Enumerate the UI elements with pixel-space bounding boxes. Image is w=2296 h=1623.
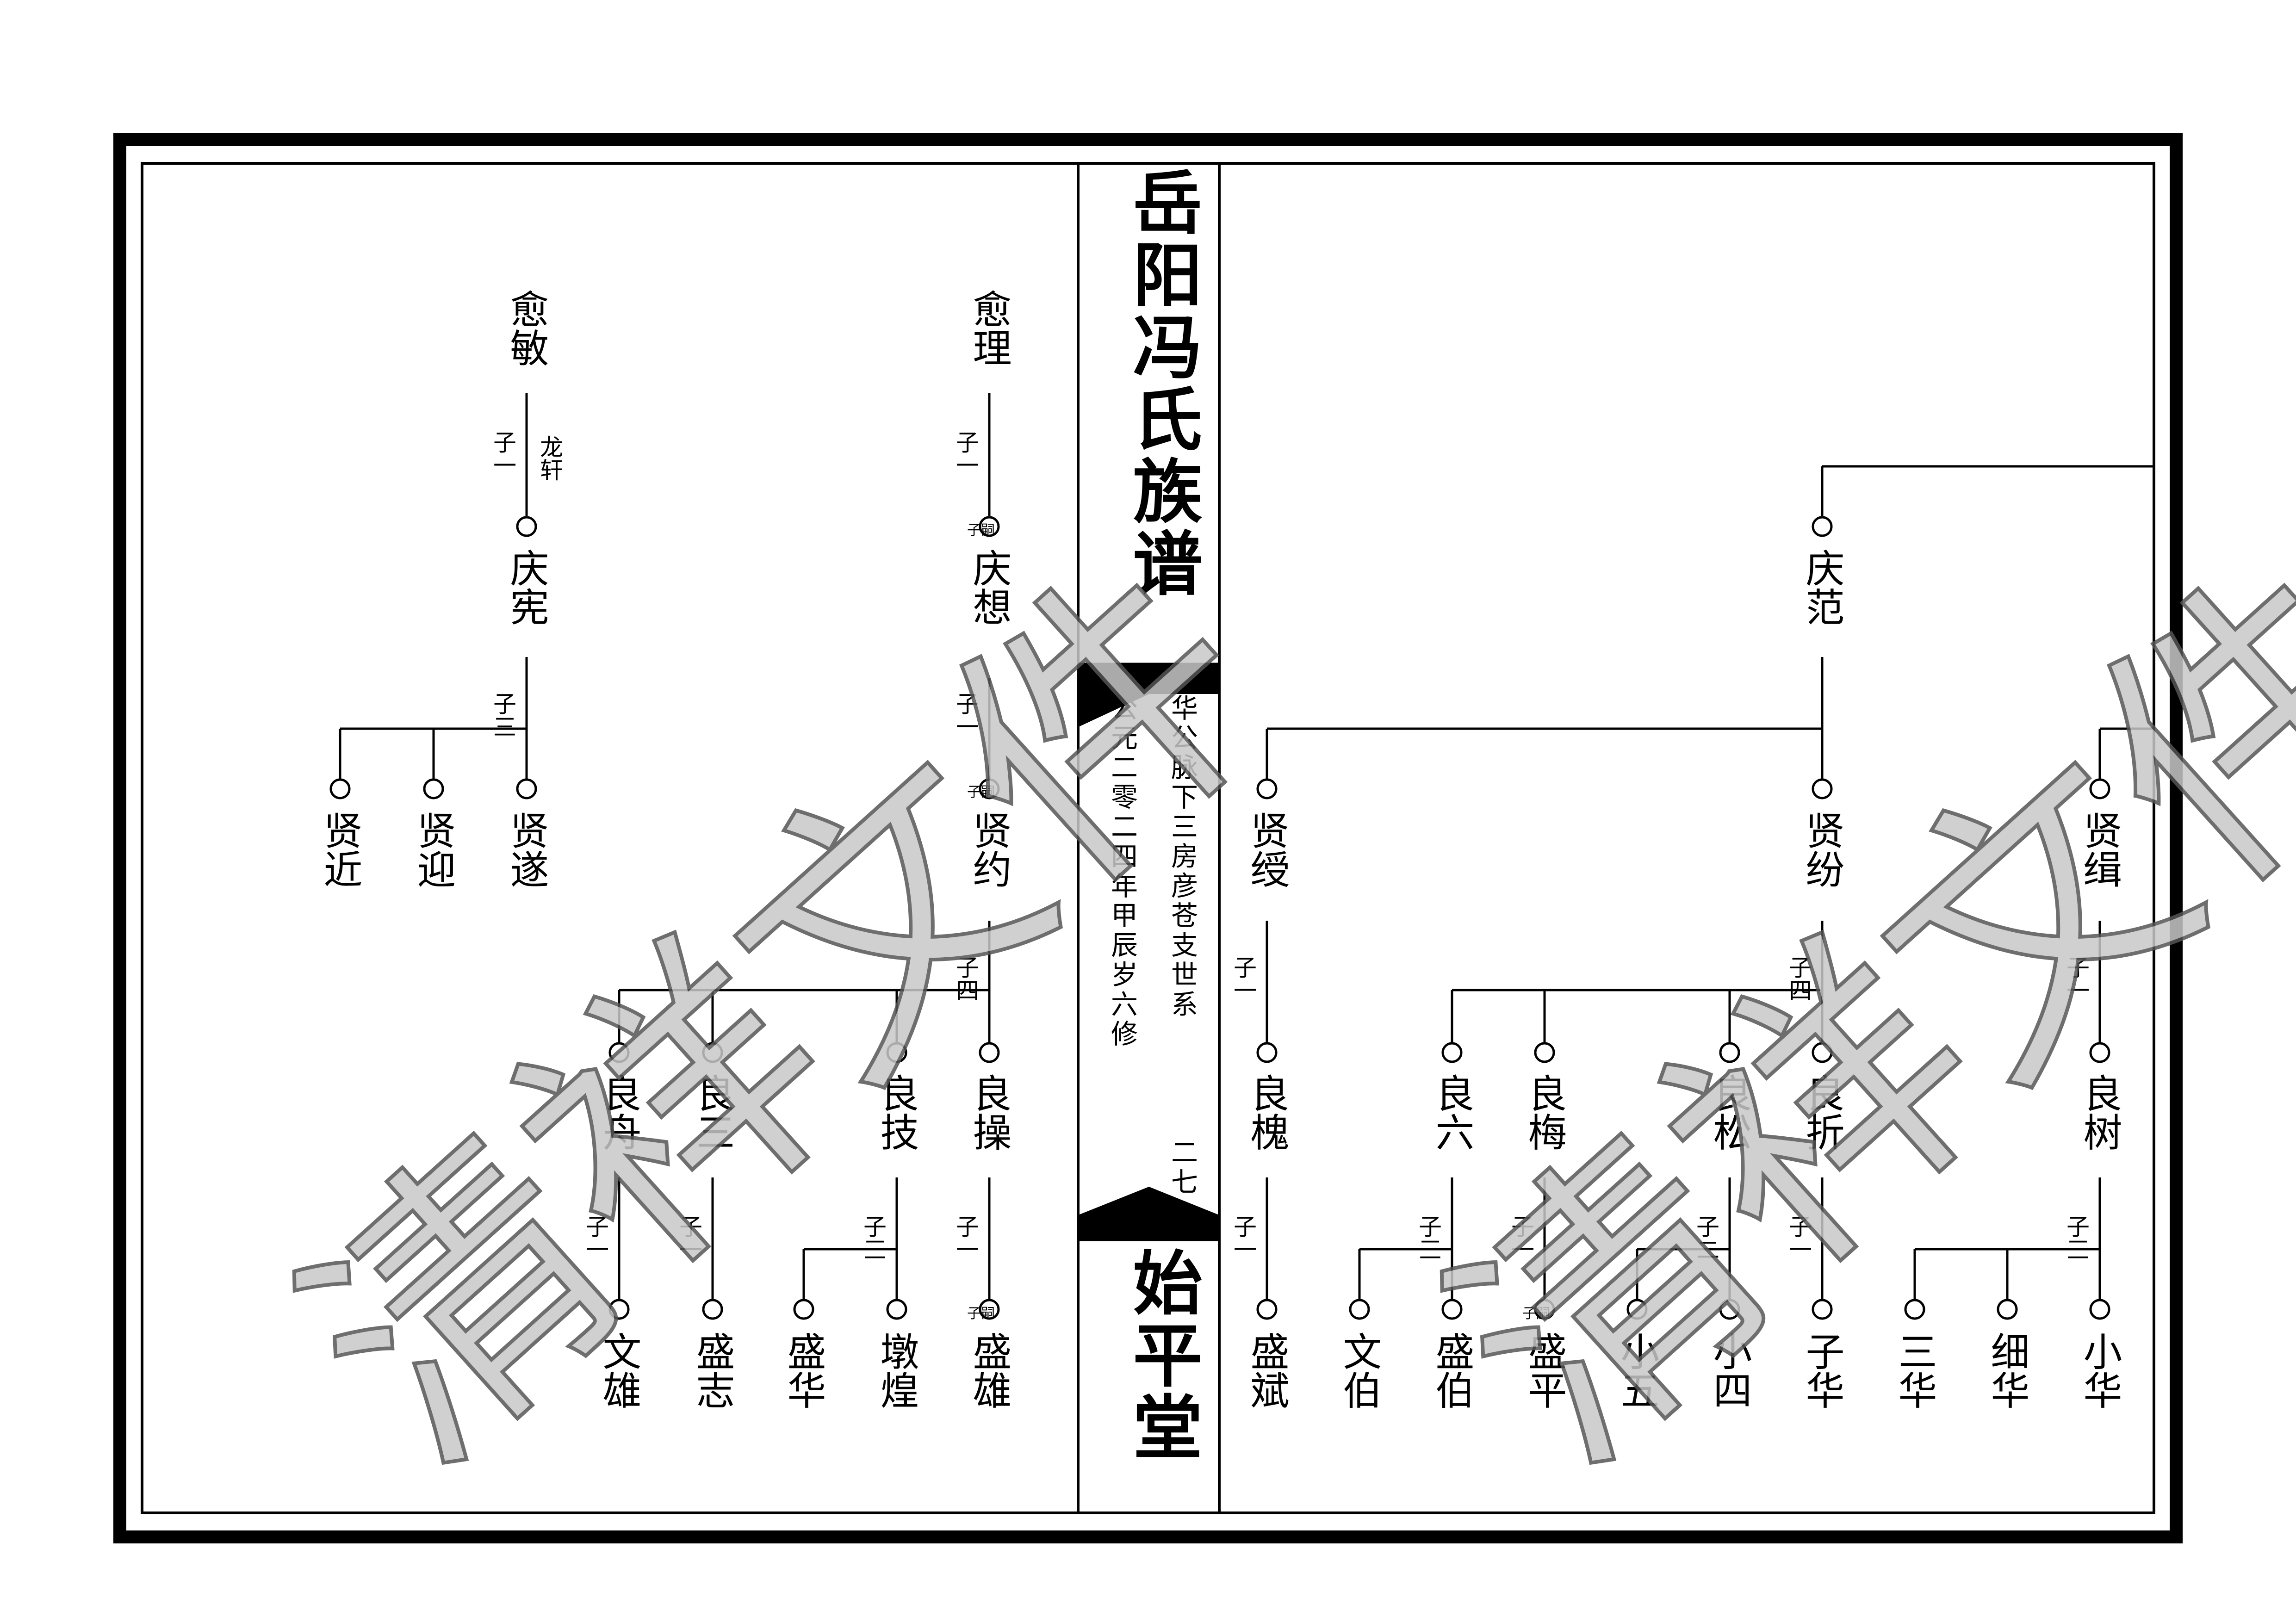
person-name: 良折 <box>1800 1073 1845 1151</box>
sons-count-label: 子四 <box>952 955 979 1002</box>
person-name: 盛志 <box>690 1332 735 1409</box>
sons-count-label: 子一 <box>490 430 516 477</box>
outer-border <box>113 133 2183 1543</box>
sons-count-label: 子一 <box>676 1214 702 1261</box>
person-name: 贤缉 <box>2077 811 2122 888</box>
person-name: 良梅 <box>1522 1073 1567 1151</box>
person-name: 文雄 <box>596 1332 642 1409</box>
hall-name: 始平堂 <box>1121 1247 1203 1463</box>
lineage-subtitle: 华公脉下三房彦苍支世系 <box>1167 694 1198 1020</box>
person-name: 良槐 <box>1244 1073 1290 1151</box>
sons-count-label: 子三 <box>860 1214 887 1261</box>
person-name: 贤近 <box>317 811 363 888</box>
sons-count-label: 子一 <box>1508 1214 1534 1261</box>
sons-count-label: 子一 <box>2063 955 2090 1002</box>
person-name: 子华 <box>1800 1332 1845 1409</box>
person-name: 贤纷 <box>1800 811 1845 888</box>
person-name: 愈理 <box>967 289 1012 367</box>
person-name: 良松 <box>1707 1073 1752 1151</box>
person-name: 盛雄 <box>967 1332 1012 1409</box>
person-name: 良技 <box>874 1073 919 1151</box>
sons-count-label: 子一 <box>1230 955 1257 1002</box>
person-name: 三华 <box>1892 1332 1937 1409</box>
sons-count-label: 子二 <box>1693 1214 1719 1261</box>
person-name: 细华 <box>1985 1332 2030 1409</box>
person-name: 盛伯 <box>1429 1332 1475 1409</box>
person-name: 盛华 <box>781 1332 826 1409</box>
person-name: 贤绶 <box>1244 811 1290 888</box>
person-name: 小华 <box>2077 1332 2122 1409</box>
edition-subtitle: 公元二零二四年甲辰岁六修 <box>1106 694 1138 1049</box>
person-name: 贤遂 <box>504 811 549 888</box>
courtesy-name-note: 龙轩 <box>536 435 563 481</box>
sons-count-label: 子三 <box>1415 1214 1442 1261</box>
person-name: 墩煌 <box>874 1332 919 1409</box>
person-name: 小四 <box>1707 1332 1752 1409</box>
sons-count-label: 子一 <box>952 692 979 738</box>
page-number: 二七 <box>1167 1138 1198 1197</box>
heir-note: 子嗣 <box>967 1306 995 1322</box>
heir-note: 子嗣 <box>1522 1306 1550 1322</box>
spine-ornaments <box>1080 663 1218 1241</box>
sons-count-label: 子一 <box>1230 1214 1257 1261</box>
inner-border <box>141 162 2155 1514</box>
person-name: 盛斌 <box>1244 1332 1290 1409</box>
sons-count-label: 子一 <box>952 430 979 477</box>
person-name: 庆宪 <box>504 548 549 626</box>
person-name: 良树 <box>2077 1073 2122 1151</box>
sons-count-label: 子三 <box>490 692 516 738</box>
sons-count-label: 子一 <box>582 1214 609 1261</box>
person-name: 盛平 <box>1522 1332 1567 1409</box>
person-name: 良三 <box>690 1073 735 1151</box>
person-name: 愈敏 <box>504 289 549 367</box>
person-name: 良六 <box>1429 1073 1475 1151</box>
heir-note: 子嗣 <box>967 784 995 800</box>
genealogy-title: 岳阳冯氏族谱 <box>1121 167 1203 600</box>
person-name: 小五 <box>1614 1332 1660 1409</box>
heir-note: 子嗣 <box>967 522 995 539</box>
person-name: 良舟 <box>596 1073 642 1151</box>
person-name: 庆想 <box>967 548 1012 626</box>
person-name: 文伯 <box>1337 1332 1382 1409</box>
book-spine: 岳阳冯氏族谱 华公脉下三房彦苍支世系 公元二零二四年甲辰岁六修 二七 始平堂 <box>1077 162 1221 1514</box>
sons-count-label: 子三 <box>2063 1214 2090 1261</box>
sons-count-label: 子四 <box>1785 955 1812 1002</box>
person-name: 贤约 <box>967 811 1012 888</box>
person-name: 庆范 <box>1800 548 1845 626</box>
sons-count-label: 子一 <box>1785 1214 1812 1261</box>
person-name: 良操 <box>967 1073 1012 1151</box>
person-name: 贤迎 <box>411 811 456 888</box>
sons-count-label: 子一 <box>952 1214 979 1261</box>
